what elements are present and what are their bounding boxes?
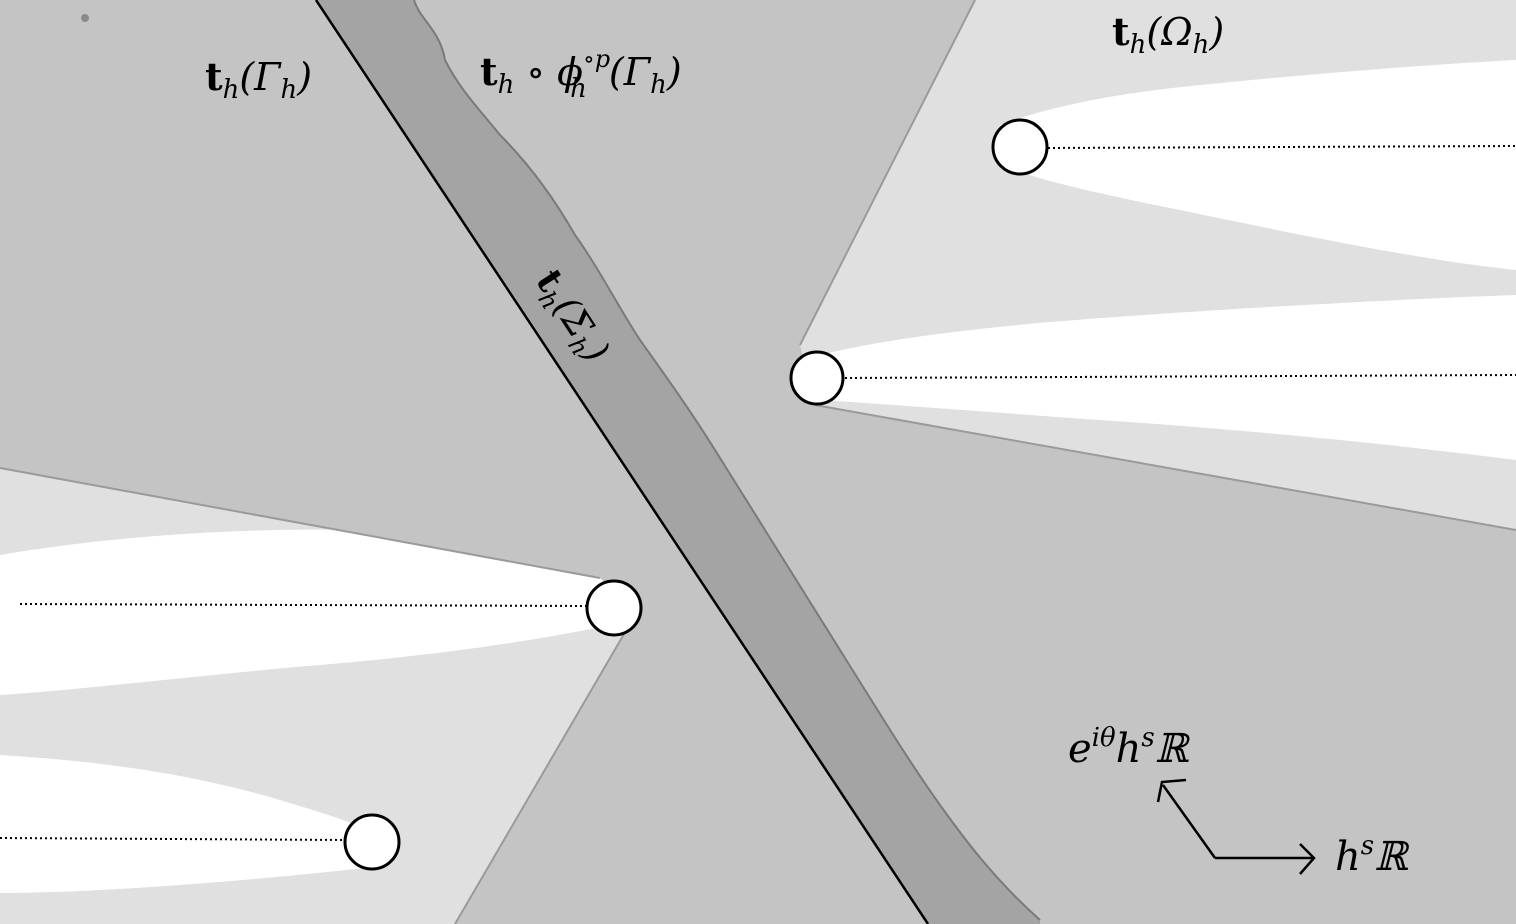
- wedge-edge-3: [0, 467, 601, 579]
- rotated-axis-arrow-head: [1156, 778, 1187, 803]
- dotted-ray-1: [1047, 145, 1516, 149]
- branch-circle-1: [991, 118, 1049, 176]
- wedge-edge-2: [814, 404, 1516, 531]
- wedge-edge-4: [454, 609, 639, 924]
- rotated-axis-arrow-line: [1161, 784, 1217, 859]
- label-real-axis: hsℝ: [1335, 831, 1410, 880]
- white-strip-4: [0, 755, 365, 893]
- white-strip-3: [0, 529, 610, 695]
- label-gamma: th(Γh): [205, 54, 312, 105]
- white-strip-1: [1000, 60, 1516, 270]
- branch-circle-3: [585, 579, 643, 637]
- real-axis-arrow-head: [1299, 843, 1316, 875]
- branch-circle-4: [343, 813, 401, 871]
- label-rotated-axis: eiθhsℝ: [1068, 723, 1191, 772]
- dotted-ray-2: [844, 374, 1516, 379]
- sigma-band-line: [314, 0, 930, 924]
- small-dot: [81, 14, 89, 22]
- wedge-edge-1: [799, 0, 976, 346]
- sigma-band: [316, 0, 1040, 924]
- sigma-band-edge: [413, 0, 1041, 921]
- branch-circle-2: [789, 350, 845, 406]
- white-strip-2: [820, 295, 1516, 460]
- label-omega: th(Ωh): [1112, 9, 1224, 60]
